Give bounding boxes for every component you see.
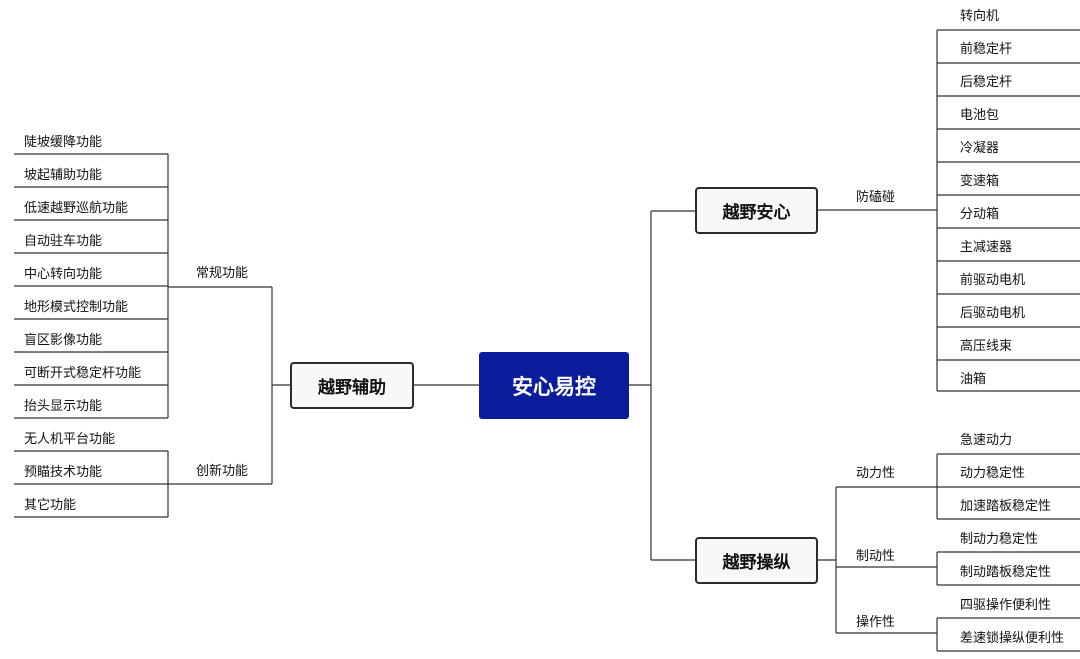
leaf-item: 差速锁操纵便利性 bbox=[960, 631, 1065, 646]
leaf-item: 自动驻车功能 bbox=[24, 234, 103, 249]
branch-node-safety: 越野安心 bbox=[695, 187, 818, 234]
leaf-item: 后驱动电机 bbox=[960, 306, 1026, 321]
center-node: 安心易控 bbox=[479, 352, 629, 419]
leaf-item: 加速踏板稳定性 bbox=[960, 499, 1052, 514]
leaf-item: 转向机 bbox=[960, 9, 1000, 24]
leaf-item: 前稳定杆 bbox=[960, 42, 1013, 57]
leaf-item: 主减速器 bbox=[960, 240, 1013, 255]
leaf-item: 冷凝器 bbox=[960, 141, 1000, 156]
leaf-item: 地形模式控制功能 bbox=[24, 300, 129, 315]
group-label-braking: 制动性 bbox=[856, 549, 896, 564]
leaf-item: 无人机平台功能 bbox=[24, 432, 116, 447]
group-label-innovative: 创新功能 bbox=[196, 464, 249, 479]
group-label-conventional: 常规功能 bbox=[196, 266, 249, 281]
leaf-item: 中心转向功能 bbox=[24, 267, 103, 282]
leaf-item: 制动踏板稳定性 bbox=[960, 565, 1052, 580]
leaf-item: 可断开式稳定杆功能 bbox=[24, 366, 142, 381]
leaf-item: 前驱动电机 bbox=[960, 273, 1026, 288]
leaf-item: 制动力稳定性 bbox=[960, 532, 1039, 547]
leaf-item: 陡坡缓降功能 bbox=[24, 135, 103, 150]
leaf-item: 后稳定杆 bbox=[960, 75, 1013, 90]
leaf-item: 抬头显示功能 bbox=[24, 399, 103, 414]
leaf-item: 四驱操作便利性 bbox=[960, 598, 1052, 613]
leaf-item: 坡起辅助功能 bbox=[24, 168, 103, 183]
group-label-anti-collision: 防磕碰 bbox=[856, 190, 896, 205]
leaf-item: 低速越野巡航功能 bbox=[24, 201, 129, 216]
leaf-item: 其它功能 bbox=[24, 498, 77, 513]
leaf-item: 变速箱 bbox=[960, 174, 1000, 189]
leaf-item: 急速动力 bbox=[960, 433, 1013, 448]
branch-node-control: 越野操纵 bbox=[695, 537, 818, 584]
leaf-item: 高压线束 bbox=[960, 339, 1013, 354]
leaf-item: 动力稳定性 bbox=[960, 466, 1026, 481]
group-label-power: 动力性 bbox=[856, 466, 896, 481]
group-label-operation: 操作性 bbox=[856, 615, 896, 630]
branch-node-assist: 越野辅助 bbox=[290, 362, 414, 409]
leaf-item: 预瞄技术功能 bbox=[24, 465, 103, 480]
leaf-item: 电池包 bbox=[960, 108, 1000, 123]
leaf-item: 盲区影像功能 bbox=[24, 333, 103, 348]
leaf-item: 油箱 bbox=[960, 372, 987, 387]
leaf-item: 分动箱 bbox=[960, 207, 1000, 222]
